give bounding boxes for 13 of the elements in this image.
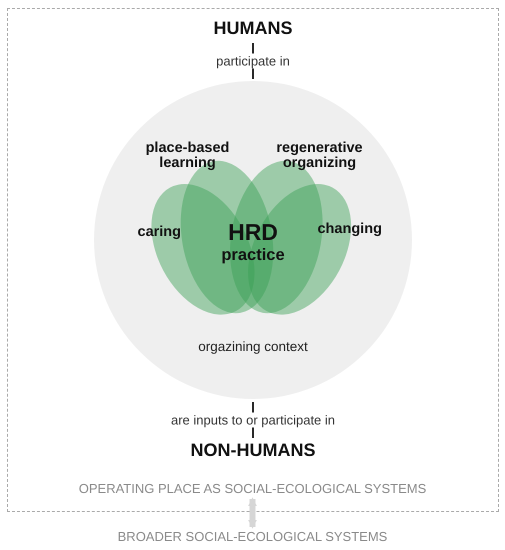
context-label: orgazining context [197, 339, 309, 354]
actor-label: HUMANS [212, 18, 294, 39]
practice-title: HRD [227, 219, 279, 246]
system-label: BROADER SOCIAL-ECOLOGICAL SYSTEMS [116, 529, 388, 544]
actor-label: NON-HUMANS [190, 440, 316, 461]
petal-label: caring [138, 225, 182, 242]
system-label: OPERATING PLACE AS SOCIAL-ECOLOGICAL SYSTEMS [78, 481, 428, 496]
petal-label: changing [317, 222, 382, 238]
petal-label: regenerative organizing [275, 140, 364, 172]
petal-label: place-based learning [144, 140, 230, 172]
practice-title: practice [220, 246, 286, 265]
dashed-frame [7, 8, 499, 512]
connector [248, 497, 257, 529]
